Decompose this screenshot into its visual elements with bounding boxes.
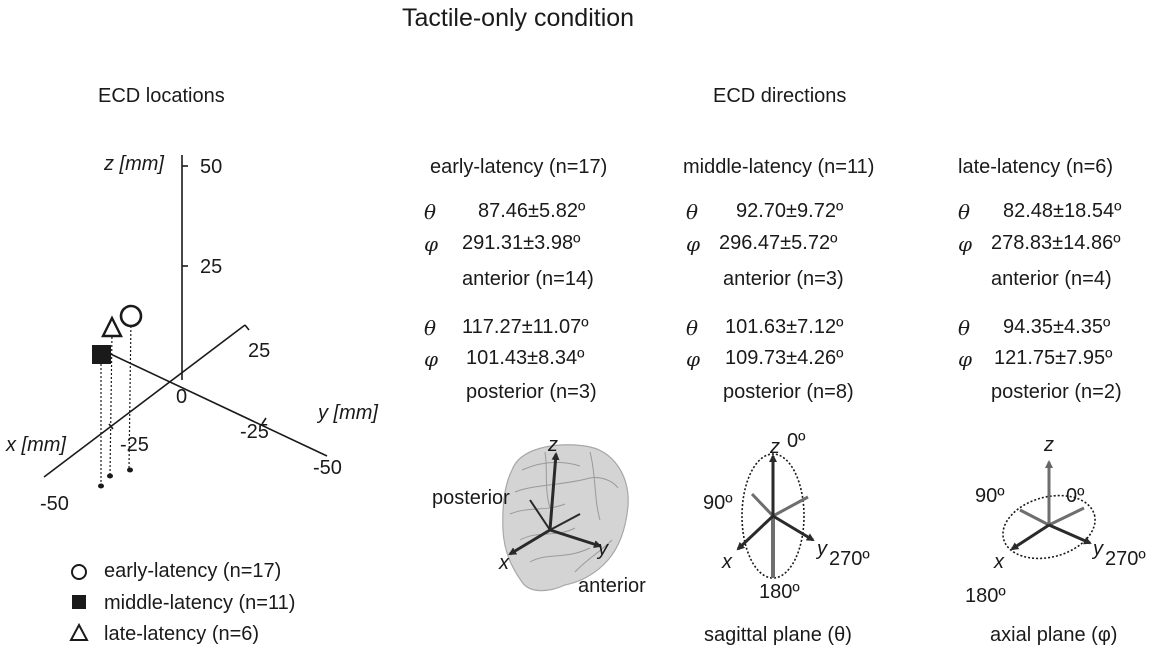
legend-middle-label: middle-latency (n=11) xyxy=(104,592,296,614)
late-posterior-theta: 94.35±4.35º xyxy=(1003,316,1111,338)
z-axis-label: z [mm] xyxy=(104,153,164,175)
axial-90-label: 90º xyxy=(975,485,1005,507)
middle-anterior-theta: 92.70±9.72º xyxy=(736,200,844,222)
axial-y-label: y xyxy=(1093,538,1103,560)
brain-diagram xyxy=(502,444,629,592)
brain-anterior-label: anterior xyxy=(578,575,646,597)
footprint-late xyxy=(107,473,113,479)
legend-late-label: late-latency (n=6) xyxy=(104,623,260,645)
axial-x-label: x xyxy=(994,551,1004,573)
sagittal-z-label: z xyxy=(770,436,780,458)
footprint-middle xyxy=(98,483,104,489)
directions-heading: ECD directions xyxy=(713,85,847,107)
theta-symbol: θ xyxy=(424,316,437,340)
phi-symbol: φ xyxy=(958,347,973,371)
axial-0-label: 0º xyxy=(1066,485,1085,507)
sagittal-180-label: 180º xyxy=(759,581,800,603)
brain-z-label: z xyxy=(548,434,558,456)
brain-x-label: x xyxy=(499,552,509,574)
sagittal-x-label: x xyxy=(722,551,732,573)
middle-posterior-phi: 109.73±4.26º xyxy=(725,347,844,369)
middle-posterior-label: posterior (n=8) xyxy=(723,381,854,403)
z-tick-label-50: 50 xyxy=(200,156,223,178)
early-latency-marker xyxy=(119,304,143,328)
late-anterior-theta: 82.48±18.54º xyxy=(1003,200,1122,222)
late-latency-header: late-latency (n=6) xyxy=(958,156,1114,178)
y-axis xyxy=(99,348,328,457)
early-anterior-theta: 87.46±5.82º xyxy=(478,200,586,222)
sagittal-caption: sagittal plane (θ) xyxy=(704,624,852,646)
axial-270-label: 270º xyxy=(1105,548,1146,570)
origin-label: 0 xyxy=(176,386,188,408)
drop-line-early xyxy=(128,317,132,469)
theta-symbol: θ xyxy=(686,200,699,224)
phi-symbol: φ xyxy=(686,232,701,256)
axial-180-label: 180º xyxy=(965,585,1006,607)
middle-anterior-phi: 296.47±5.72º xyxy=(719,232,838,254)
phi-symbol: φ xyxy=(958,232,973,256)
legend-circle-icon xyxy=(71,564,87,580)
sagittal-270-label: 270º xyxy=(829,548,870,570)
theta-symbol: θ xyxy=(424,200,437,224)
x-tick-25 xyxy=(244,324,250,331)
y-tick-neg25 xyxy=(261,417,267,425)
figure-title: Tactile-only condition xyxy=(402,4,635,32)
sagittal-y-label: y xyxy=(817,538,827,560)
footprint-early xyxy=(127,467,133,473)
sagittal-90-label: 90º xyxy=(703,492,733,514)
legend-square-icon xyxy=(72,595,86,609)
early-anterior-phi: 291.31±3.98º xyxy=(462,232,581,254)
late-latency-marker xyxy=(101,315,123,338)
phi-symbol: φ xyxy=(686,347,701,371)
theta-symbol: θ xyxy=(686,316,699,340)
x-tick-label-neg50: -50 xyxy=(40,493,69,515)
y-axis-label: y [mm] xyxy=(318,402,378,424)
axial-caption: axial plane (φ) xyxy=(990,624,1118,646)
sagittal-diagram xyxy=(736,453,815,579)
middle-posterior-theta: 101.63±7.12º xyxy=(725,316,844,338)
late-anterior-label: anterior (n=4) xyxy=(991,268,1112,290)
x-axis xyxy=(43,324,246,478)
drop-line-late xyxy=(109,332,113,475)
legend-triangle-icon xyxy=(69,622,89,641)
x-axis-label: x [mm] xyxy=(6,434,66,456)
axial-diagram xyxy=(1002,460,1096,560)
y-tick-label-25: 25 xyxy=(248,340,271,362)
theta-symbol: θ xyxy=(958,316,971,340)
y-tick-label-neg25: -25 xyxy=(240,421,269,443)
early-posterior-phi: 101.43±8.34º xyxy=(466,347,585,369)
early-posterior-label: posterior (n=3) xyxy=(466,381,597,403)
brain-image xyxy=(502,444,629,592)
z-tick-label-25: 25 xyxy=(200,256,223,278)
x-tick-label-neg25: -25 xyxy=(120,434,149,456)
middle-anterior-label: anterior (n=3) xyxy=(723,268,844,290)
sagittal-0-label: 0º xyxy=(787,430,806,452)
legend-early-label: early-latency (n=17) xyxy=(104,560,282,582)
axial-z-label: z xyxy=(1044,434,1054,456)
phi-symbol: φ xyxy=(424,347,439,371)
locations-heading: ECD locations xyxy=(98,85,225,107)
late-posterior-label: posterior (n=2) xyxy=(991,381,1122,403)
early-posterior-theta: 117.27±11.07º xyxy=(462,316,589,338)
middle-latency-marker xyxy=(92,345,111,364)
middle-latency-header: middle-latency (n=11) xyxy=(683,156,875,178)
theta-symbol: θ xyxy=(958,200,971,224)
brain-y-label: y xyxy=(598,538,608,560)
late-posterior-phi: 121.75±7.95º xyxy=(994,347,1113,369)
y-tick-label-neg50: -50 xyxy=(313,457,342,479)
early-latency-header: early-latency (n=17) xyxy=(430,156,608,178)
brain-posterior-label: posterior xyxy=(432,487,510,509)
phi-symbol: φ xyxy=(424,232,439,256)
late-anterior-phi: 278.83±14.86º xyxy=(991,232,1121,254)
early-anterior-label: anterior (n=14) xyxy=(462,268,594,290)
